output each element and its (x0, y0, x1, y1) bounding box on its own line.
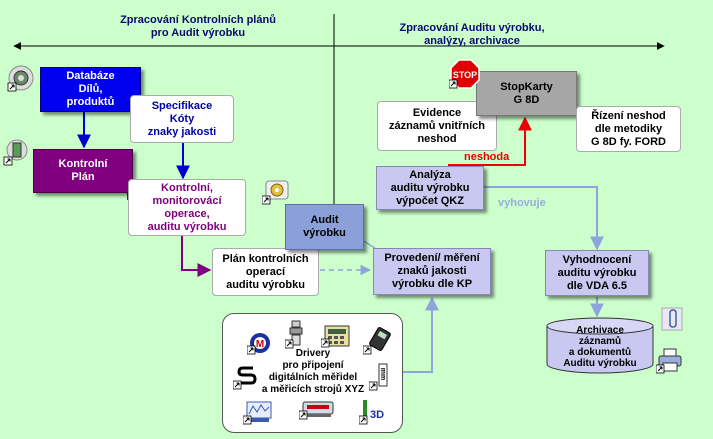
node-audit[interactable]: Audit výrobku (285, 204, 364, 250)
measuring-machine-icon[interactable] (299, 398, 335, 420)
node-stopkarty[interactable]: StopKarty G 8D (476, 71, 577, 116)
cylinder-shape (546, 317, 654, 374)
node-plan-kontrolnich[interactable]: Plán kontrolních operací auditu výrobku (212, 248, 319, 296)
svg-text:3D: 3D (370, 409, 384, 421)
calculator-icon[interactable] (321, 324, 351, 348)
svg-text:M: M (256, 339, 264, 350)
gear-icon-audit[interactable] (262, 178, 292, 208)
header-left: Zpracování Kontrolních plánů pro Audit v… (120, 14, 276, 39)
svg-text:STOP: STOP (453, 70, 477, 80)
node-kontrolni-plan[interactable]: Kontrolní Plán (33, 149, 133, 193)
node-provedeni[interactable]: Provedení/ měření znaků jakosti výrobku … (373, 248, 491, 295)
svg-text:mm: mm (379, 368, 386, 380)
chart-device-icon[interactable] (243, 400, 273, 426)
digital-caliper-icon[interactable] (363, 326, 393, 356)
node-database[interactable]: Databáze Dílů, produktů (40, 67, 141, 112)
gear-icon-database[interactable] (6, 63, 36, 93)
gear-icon-plan[interactable] (2, 137, 32, 167)
label-vyhovuje: vyhovuje (498, 197, 546, 209)
node-archivace[interactable]: Archivace záznamů a dokumentů Auditu výr… (545, 316, 655, 376)
header-right: Zpracování Auditu výrobku, analýzy, arch… (399, 22, 545, 47)
node-rizeni[interactable]: Řízení neshod dle metodiky G 8D fy. FORD (576, 106, 681, 152)
s-logo-icon[interactable] (233, 362, 261, 390)
printer-icon[interactable] (656, 346, 684, 374)
mm-meter-icon[interactable]: mm (369, 362, 395, 392)
drivers-panel[interactable]: Drivery pro připojení digitálních měřide… (222, 313, 403, 433)
drivers-label: Drivery pro připojení digitálních měřide… (261, 348, 365, 395)
node-kontrolni-operace[interactable]: Kontrolní, monitorovácí operace, auditu … (128, 179, 246, 236)
node-vyhodnoceni[interactable]: Vyhodnocení auditu výrobku dle VDA 6.5 (545, 250, 649, 296)
m-logo-icon[interactable]: M (247, 332, 271, 356)
3d-icon[interactable]: 3D (359, 398, 389, 426)
label-neshoda: neshoda (464, 151, 510, 163)
node-analyza[interactable]: Analýza auditu výrobku výpočet QKZ (376, 166, 484, 210)
archivace-label: Archivace záznamů a dokumentů Auditu výr… (563, 325, 637, 369)
node-specifikace[interactable]: Specifikace Kóty znaky jakosti (130, 95, 234, 143)
paperclip-icon[interactable] (660, 306, 684, 332)
stop-sign-icon[interactable]: STOP (449, 58, 481, 90)
measuring-device-icon[interactable] (285, 320, 307, 350)
